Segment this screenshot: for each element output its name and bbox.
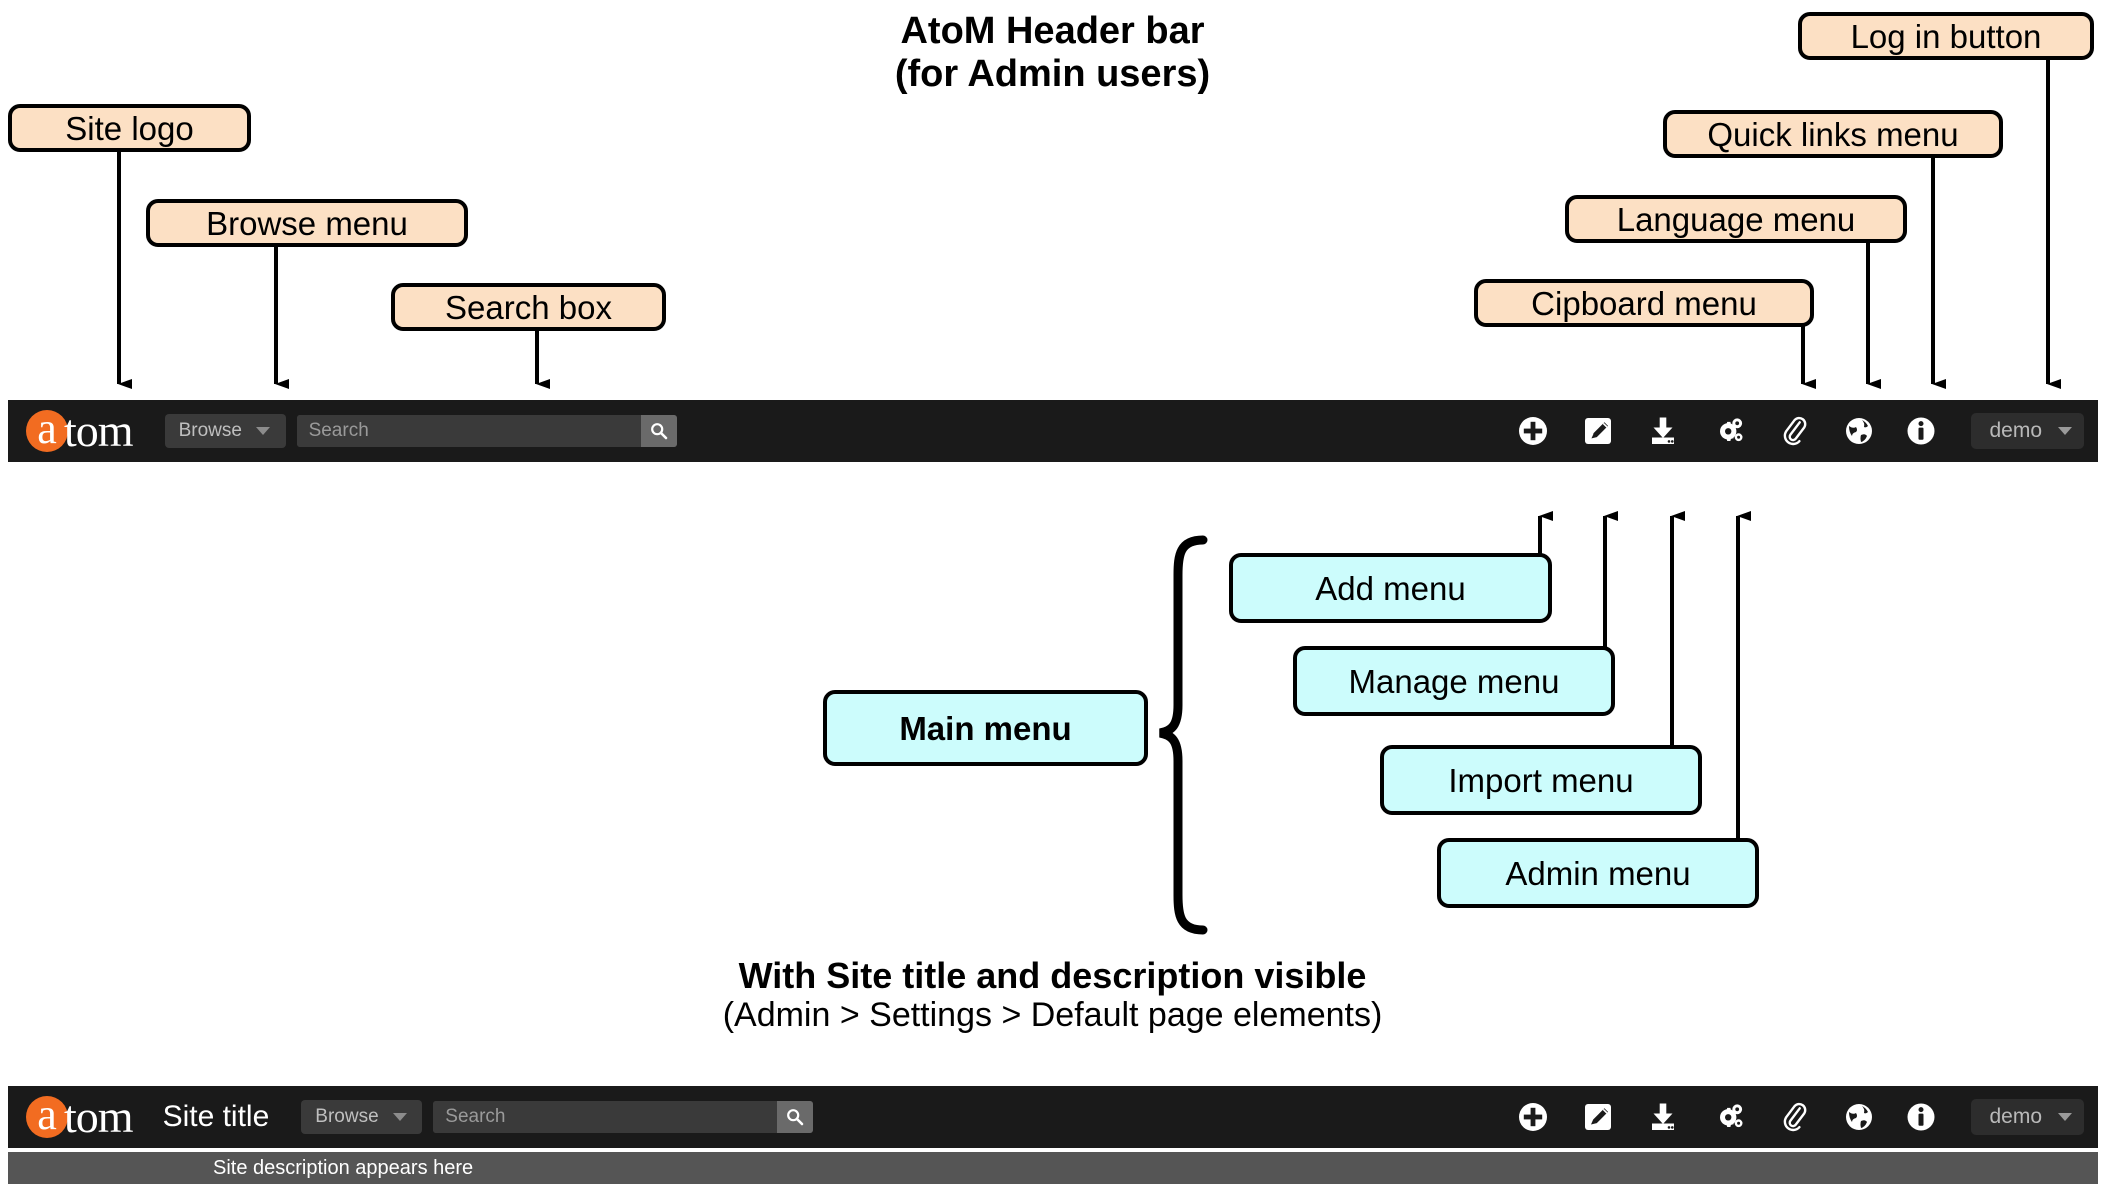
clipboard-icon[interactable] <box>1761 411 1826 451</box>
callout-log-in-button: Log in button <box>1798 12 2094 60</box>
callout-language-menu: Language menu <box>1565 195 1907 243</box>
chevron-down-icon <box>2058 1113 2072 1121</box>
callout-label: Main menu <box>899 709 1072 747</box>
search-input[interactable]: Search <box>433 1101 778 1133</box>
language-icon[interactable] <box>1826 1097 1891 1137</box>
callout-search-box: Search box <box>391 283 666 331</box>
callout-admin-menu: Admin menu <box>1437 838 1759 908</box>
callout-label: Add menu <box>1315 569 1466 607</box>
callout-label: Quick links menu <box>1707 115 1959 153</box>
browse-label: Browse <box>178 420 242 441</box>
callout-browse-menu: Browse menu <box>146 199 468 247</box>
language-icon[interactable] <box>1826 411 1891 451</box>
callout-site-logo: Site logo <box>8 104 251 152</box>
section-subtitle: With Site title and description visible … <box>0 955 2105 1035</box>
import-icon[interactable] <box>1630 411 1696 451</box>
site-title: Site title <box>162 1100 270 1133</box>
chevron-down-icon <box>392 1113 407 1121</box>
quick-links-icon[interactable] <box>1891 1097 1951 1137</box>
site-description-text: Site description appears here <box>213 1156 474 1179</box>
atom-header-bar-admin: a tom Browse Search <box>8 400 2098 462</box>
admin-icon[interactable] <box>1696 1097 1761 1137</box>
search-icon[interactable] <box>777 1101 814 1133</box>
browse-label: Browse <box>315 1106 379 1127</box>
search-icon[interactable] <box>640 415 677 447</box>
user-menu-label: demo <box>1989 1105 2042 1128</box>
logo-letter-a: a <box>37 1090 57 1140</box>
page-title: AtoM Header bar (for Admin users) <box>0 10 2105 95</box>
callout-clipboard-menu: Cipboard menu <box>1474 279 1814 327</box>
user-menu-label: demo <box>1989 419 2042 442</box>
site-logo[interactable]: a tom <box>26 404 134 456</box>
search-box[interactable]: Search <box>433 1101 814 1133</box>
atom-header-bar-with-site-title: a tom Site title Browse Search <box>8 1086 2098 1148</box>
add-icon[interactable] <box>1500 1097 1565 1137</box>
page-title-line1: AtoM Header bar <box>900 10 1205 52</box>
browse-menu-button[interactable]: Browse <box>164 414 286 448</box>
quick-links-icon[interactable] <box>1891 411 1951 451</box>
clipboard-icon[interactable] <box>1761 1097 1826 1137</box>
callout-label: Browse menu <box>206 204 408 242</box>
subtitle-line2: (Admin > Settings > Default page element… <box>722 996 1383 1035</box>
subtitle-line1: With Site title and description visible <box>738 955 1367 996</box>
manage-icon[interactable] <box>1565 411 1630 451</box>
callout-quick-links-menu: Quick links menu <box>1663 110 2003 158</box>
logo-disc-icon: a <box>26 404 68 454</box>
search-input[interactable]: Search <box>296 415 641 447</box>
callout-import-menu: Import menu <box>1380 745 1702 815</box>
callout-label: Manage menu <box>1348 662 1560 700</box>
import-icon[interactable] <box>1630 1097 1696 1137</box>
login-user-menu-button[interactable]: demo <box>1971 1099 2084 1135</box>
callout-add-menu: Add menu <box>1229 553 1552 623</box>
login-user-menu-button[interactable]: demo <box>1971 413 2084 449</box>
logo-letter-a: a <box>37 404 57 454</box>
callout-label: Log in button <box>1850 17 2042 55</box>
manage-icon[interactable] <box>1565 1097 1630 1137</box>
logo-wordmark: tom <box>64 405 134 456</box>
callout-label: Admin menu <box>1505 854 1691 892</box>
browse-menu-button[interactable]: Browse <box>301 1100 423 1134</box>
page-title-line2: (for Admin users) <box>894 52 1211 95</box>
logo-disc-icon: a <box>26 1090 68 1140</box>
callout-label: Search box <box>445 288 612 326</box>
callout-label: Cipboard menu <box>1531 284 1757 322</box>
chevron-down-icon <box>255 427 270 435</box>
site-description-strip: Site description appears here <box>8 1152 2098 1184</box>
logo-wordmark: tom <box>64 1091 134 1142</box>
callout-label: Site logo <box>65 109 194 147</box>
callout-main-menu: Main menu <box>823 690 1148 766</box>
main-menu-icons <box>1500 1097 1951 1137</box>
callout-label: Language menu <box>1616 200 1856 238</box>
add-icon[interactable] <box>1500 411 1565 451</box>
main-menu-icons <box>1500 411 1951 451</box>
search-box[interactable]: Search <box>296 415 677 447</box>
callout-manage-menu: Manage menu <box>1293 646 1615 716</box>
callout-label: Import menu <box>1448 761 1634 799</box>
chevron-down-icon <box>2058 427 2072 435</box>
main-menu-brace <box>1159 535 1208 935</box>
site-logo[interactable]: a tom <box>26 1090 134 1142</box>
admin-icon[interactable] <box>1696 411 1761 451</box>
